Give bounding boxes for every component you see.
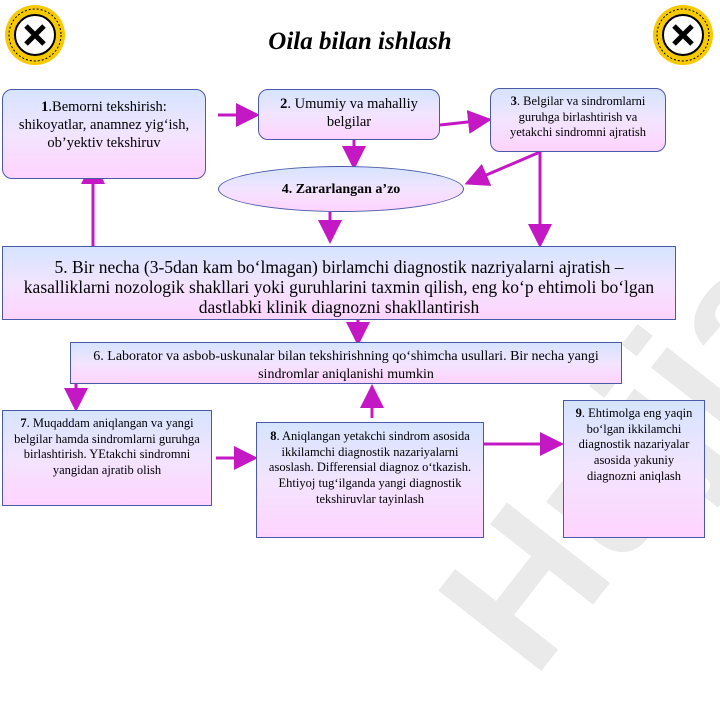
step-6-box: 6. Laborator va asbob-uskunalar bilan te… (70, 342, 622, 384)
page-title: Oila bilan ishlash (268, 28, 452, 55)
pdf-xchange-logo-icon (653, 5, 713, 65)
arrow-2-to-3 (439, 110, 492, 134)
step-6-text: 6. Laborator va asbob-uskunalar bilan te… (93, 349, 599, 382)
step-5-box: 5. Bir necha (3-5dan kam bo‘lmagan) birl… (2, 246, 676, 320)
step-4-text: 4. Zararlangan a’zo (281, 182, 401, 197)
step-9-text: . Ehtimolga eng yaqin bo‘lgan ikkilamchi… (578, 406, 693, 483)
step-2-box: 2. Umumiy va mahalliy belgilar (258, 89, 440, 140)
step-8-number: 8 (270, 429, 277, 443)
pdf-xchange-logo-left[interactable] (4, 4, 66, 66)
arrow-3-to-4 (464, 150, 541, 186)
pdf-xchange-logo-right[interactable] (652, 4, 714, 66)
step-3-box: 3. Belgilar va sindromlarni guruhga birl… (490, 88, 666, 152)
step-2-text: . Umumiy va mahalliy belgilar (287, 96, 418, 131)
step-1-number: 1 (41, 99, 49, 115)
step-9-number: 9 (575, 406, 582, 420)
step-3-text: . Belgilar va sindromlarni guruhga birla… (509, 94, 647, 140)
step-7-number: 7 (20, 416, 27, 430)
step-7-text: . Muqaddam aniqlangan va yangi belgilar … (14, 416, 200, 477)
step-1-box: 1.Bemorni tekshirish: shikoyatlar, anamn… (2, 89, 206, 179)
step-8-box: 8. Aniqlangan yetakchi sindrom asosida i… (256, 422, 484, 538)
step-3-number: 3 (510, 94, 517, 108)
pdf-xchange-logo-icon (5, 5, 65, 65)
arrows-layer (64, 103, 564, 470)
step-9-box: 9. Ehtimolga eng yaqin bo‘lgan ikkilamch… (563, 400, 705, 538)
step-7-box: 7. Muqaddam aniqlangan va yangi belgilar… (2, 410, 212, 506)
step-1-text: .Bemorni tekshirish: shikoyatlar, anamne… (18, 99, 190, 152)
step-8-text: . Aniqlangan yetakchi sindrom asosida ik… (268, 429, 472, 506)
step-5-text: 5. Bir necha (3-5dan kam bo‘lmagan) birl… (23, 257, 655, 318)
step-2-number: 2 (280, 96, 288, 112)
step-4-ellipse: 4. Zararlangan a’zo (218, 166, 464, 212)
